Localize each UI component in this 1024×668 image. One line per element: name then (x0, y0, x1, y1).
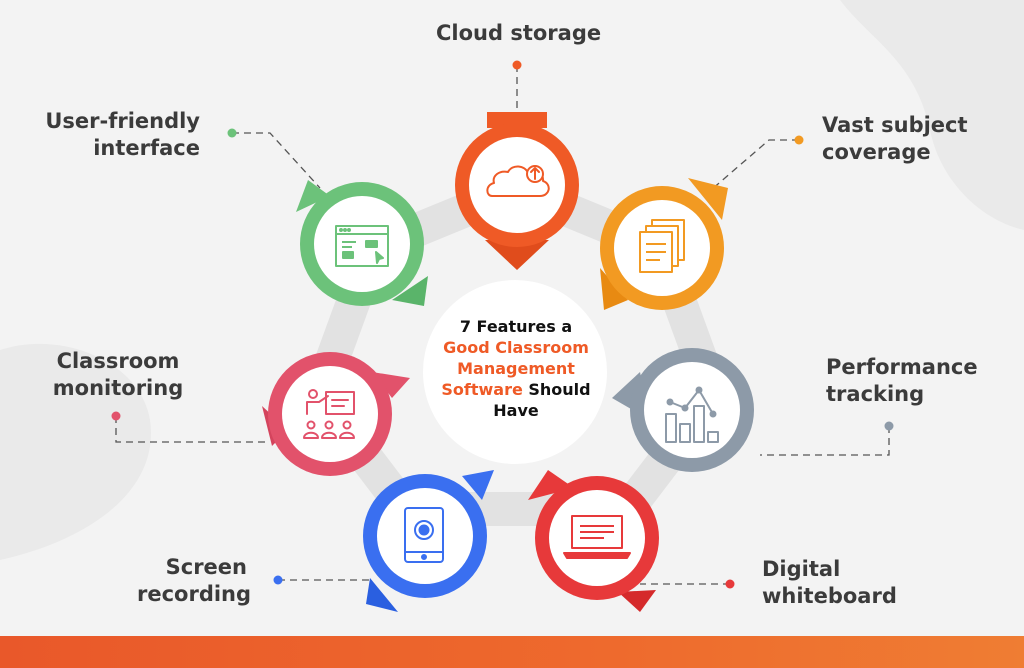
feature-screen-recording (363, 470, 494, 612)
teacher-presentation-icon (303, 389, 355, 439)
tablet-record-icon (404, 507, 444, 563)
feature-performance-tracking (612, 348, 754, 472)
arrow-shape (528, 470, 574, 500)
connector-user-friendly (232, 132, 321, 189)
documents-icon (639, 219, 685, 273)
center-line-4-highlight: Software (441, 380, 523, 399)
label-line: Screen (165, 555, 247, 579)
label-digital-whiteboard: Digital whiteboard (762, 556, 897, 610)
arrow-shape (366, 578, 398, 612)
label-screen-recording: Screen recording (137, 554, 252, 608)
center-title: 7 Features a Good Classroom Management S… (428, 316, 604, 421)
feature-classroom-monitoring (262, 352, 410, 476)
feature-inner-circle (314, 196, 410, 292)
arrow-shape (487, 112, 547, 128)
cloud-upload-icon (486, 165, 550, 197)
label-classroom-monitoring: Classroom monitoring (52, 348, 184, 402)
label-line: Performance (826, 355, 978, 379)
dot-screen (273, 575, 283, 585)
center-line-1: 7 Features a (459, 317, 573, 336)
bg-blob-right (840, 0, 1024, 230)
label-line: User-friendly (45, 109, 200, 133)
connector-performance (760, 426, 890, 456)
bg-blob-left (0, 343, 151, 560)
arrow-shape (600, 268, 628, 310)
center-line-3: Management (457, 359, 575, 378)
bottom-bar (0, 636, 1024, 668)
dot-performance (884, 421, 894, 431)
background-shapes (0, 0, 1024, 560)
browser-window-icon (335, 225, 389, 267)
connector-vast-subject (710, 139, 799, 191)
connector-dots (111, 60, 894, 589)
label-line: Cloud storage (436, 21, 602, 45)
center-line-2: Good Classroom (443, 338, 589, 357)
center-line-4: Software Should (428, 379, 604, 400)
label-line: Classroom (56, 349, 180, 373)
arrow-shape (462, 470, 494, 500)
label-vast-subject-coverage: Vast subject coverage (822, 112, 968, 166)
arrow-shape (618, 590, 656, 612)
feature-inner-circle (377, 488, 473, 584)
label-cloud-storage: Cloud storage (436, 20, 601, 47)
dot-whiteboard (725, 579, 735, 589)
feature-inner-circle (469, 137, 565, 233)
center-line-4-rest: Should (522, 380, 591, 399)
feature-inner-circle (644, 362, 740, 458)
laptop-icon (563, 515, 631, 559)
label-line: interface (93, 136, 200, 160)
label-line: Digital (762, 557, 841, 581)
feature-cloud-storage (455, 112, 579, 270)
label-line: tracking (826, 382, 925, 406)
center-line-5: Have (493, 401, 539, 420)
label-user-friendly-interface: User-friendly interface (40, 108, 200, 162)
feature-vast-subject-coverage (600, 178, 728, 310)
arrow-shape (485, 240, 549, 270)
arrow-shape (296, 180, 330, 212)
dot-vast-subject (794, 135, 804, 145)
label-line: coverage (822, 140, 931, 164)
arrow-shape (372, 372, 410, 398)
connector-classroom (115, 416, 270, 443)
dot-classroom (111, 411, 121, 421)
connectors (115, 65, 890, 585)
dot-user-friendly (227, 128, 237, 138)
label-line: monitoring (52, 376, 184, 400)
label-performance-tracking: Performance tracking (826, 354, 978, 408)
label-line: whiteboard (762, 584, 897, 608)
arrow-shape (688, 178, 728, 220)
feature-digital-whiteboard (528, 470, 659, 612)
label-line: recording (137, 582, 252, 606)
arrow-shape (392, 276, 428, 306)
center-circle (423, 280, 607, 464)
bar-line-chart-icon (665, 386, 719, 443)
dot-cloud-storage (512, 60, 522, 70)
label-line: Vast subject (822, 113, 968, 137)
feature-user-friendly-interface (296, 180, 428, 306)
